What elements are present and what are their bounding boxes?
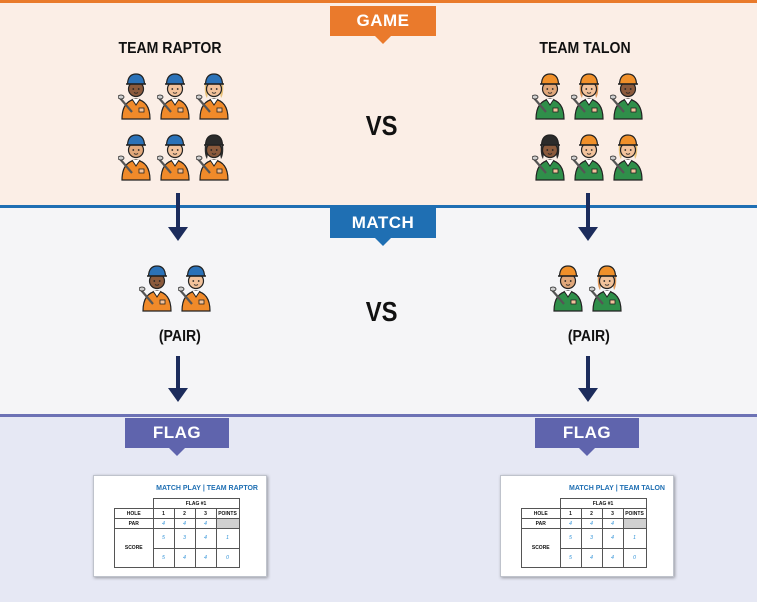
hole-number: 3	[194, 508, 217, 519]
flag-label-right: FLAG	[535, 418, 639, 456]
pair-label-right: (PAIR)	[567, 328, 610, 345]
scorecard-title-separator: |	[615, 485, 618, 492]
talon-pair-players	[549, 260, 625, 317]
golfer-icon	[156, 129, 193, 186]
score-value: 3	[580, 528, 603, 549]
points-label: POINTS	[622, 508, 647, 519]
score-value: 4	[194, 528, 217, 549]
hole-number: 2	[580, 508, 603, 519]
golfer-icon	[117, 68, 154, 125]
scorecard-raptor: MATCH PLAY | TEAM RAPTOR FLAG #1 HOLE 1 …	[93, 475, 267, 577]
golfer-icon	[549, 260, 586, 317]
par-value: 4	[559, 518, 582, 529]
scorecard-title-match-play: MATCH PLAY	[156, 485, 201, 492]
arrow-down-icon	[168, 356, 188, 402]
golfer-icon	[177, 260, 214, 317]
vs-match-label: VS	[365, 296, 398, 327]
golfer-icon	[195, 68, 232, 125]
score-label: SCORE	[114, 528, 154, 568]
scorecard-title-match-play: MATCH PLAY	[569, 485, 614, 492]
hole-number: 3	[601, 508, 624, 519]
hole-number: 1	[559, 508, 582, 519]
flag-header: FLAG #1	[559, 498, 647, 509]
points-value: 1	[622, 528, 647, 549]
score-value: 4	[173, 547, 196, 568]
score-value: 4	[194, 547, 217, 568]
pair-label-left: (PAIR)	[158, 328, 201, 345]
points-value: 0	[622, 547, 647, 568]
par-value: 4	[580, 518, 603, 529]
par-value: 4	[194, 518, 217, 529]
scorecard-talon: MATCH PLAY | TEAM TALON FLAG #1 HOLE 1 2…	[500, 475, 674, 577]
points-value: 1	[215, 528, 240, 549]
golfer-icon	[117, 129, 154, 186]
score-value: 5	[152, 547, 175, 568]
par-label: PAR	[521, 518, 561, 529]
arrow-down-icon	[578, 193, 598, 241]
scorecard-title-separator: |	[202, 485, 205, 492]
golfer-icon	[570, 68, 607, 125]
scorecard-table: FLAG #1 HOLE 1 2 3 POINTS PAR 4 4 4 SCOR…	[114, 498, 240, 568]
golfer-icon	[195, 129, 232, 186]
match-label: MATCH	[330, 208, 436, 246]
team-talon-name: TEAM TALON	[539, 40, 631, 57]
golfer-icon	[609, 68, 646, 125]
golfer-icon	[138, 260, 175, 317]
par-value: 4	[173, 518, 196, 529]
raptor-pair-players	[138, 260, 214, 317]
golfer-icon	[531, 68, 568, 125]
golfer-icon	[570, 129, 607, 186]
score-label: SCORE	[521, 528, 561, 568]
score-value: 3	[173, 528, 196, 549]
score-value: 4	[601, 547, 624, 568]
hole-label: HOLE	[114, 508, 154, 519]
points-blank-cell	[622, 518, 647, 529]
golfer-icon	[609, 129, 646, 186]
golfer-icon	[156, 68, 193, 125]
flag-label-left: FLAG	[125, 418, 229, 456]
score-value: 4	[601, 528, 624, 549]
hole-number: 1	[152, 508, 175, 519]
par-value: 4	[601, 518, 624, 529]
hole-number: 2	[173, 508, 196, 519]
team-talon-players	[531, 68, 646, 186]
score-value: 5	[559, 547, 582, 568]
hole-label: HOLE	[521, 508, 561, 519]
points-blank-cell	[215, 518, 240, 529]
points-value: 0	[215, 547, 240, 568]
golfer-icon	[588, 260, 625, 317]
arrow-down-icon	[168, 193, 188, 241]
golfer-icon	[531, 129, 568, 186]
team-raptor-players	[117, 68, 232, 186]
team-raptor-name: TEAM RAPTOR	[118, 40, 222, 57]
scorecard-title-team: TEAM RAPTOR	[206, 485, 258, 492]
scorecard-title-team: TEAM TALON	[619, 485, 665, 492]
vs-game-label: VS	[365, 110, 398, 141]
flag-header: FLAG #1	[152, 498, 240, 509]
scorecard-title: MATCH PLAY | TEAM RAPTOR	[94, 485, 258, 492]
scorecard-title: MATCH PLAY | TEAM TALON	[501, 485, 665, 492]
scorecard-table: FLAG #1 HOLE 1 2 3 POINTS PAR 4 4 4 SCOR…	[521, 498, 647, 568]
par-label: PAR	[114, 518, 154, 529]
par-value: 4	[152, 518, 175, 529]
score-value: 5	[559, 528, 582, 549]
score-value: 4	[580, 547, 603, 568]
score-value: 5	[152, 528, 175, 549]
game-label: GAME	[330, 6, 436, 44]
arrow-down-icon	[578, 356, 598, 402]
points-label: POINTS	[215, 508, 240, 519]
